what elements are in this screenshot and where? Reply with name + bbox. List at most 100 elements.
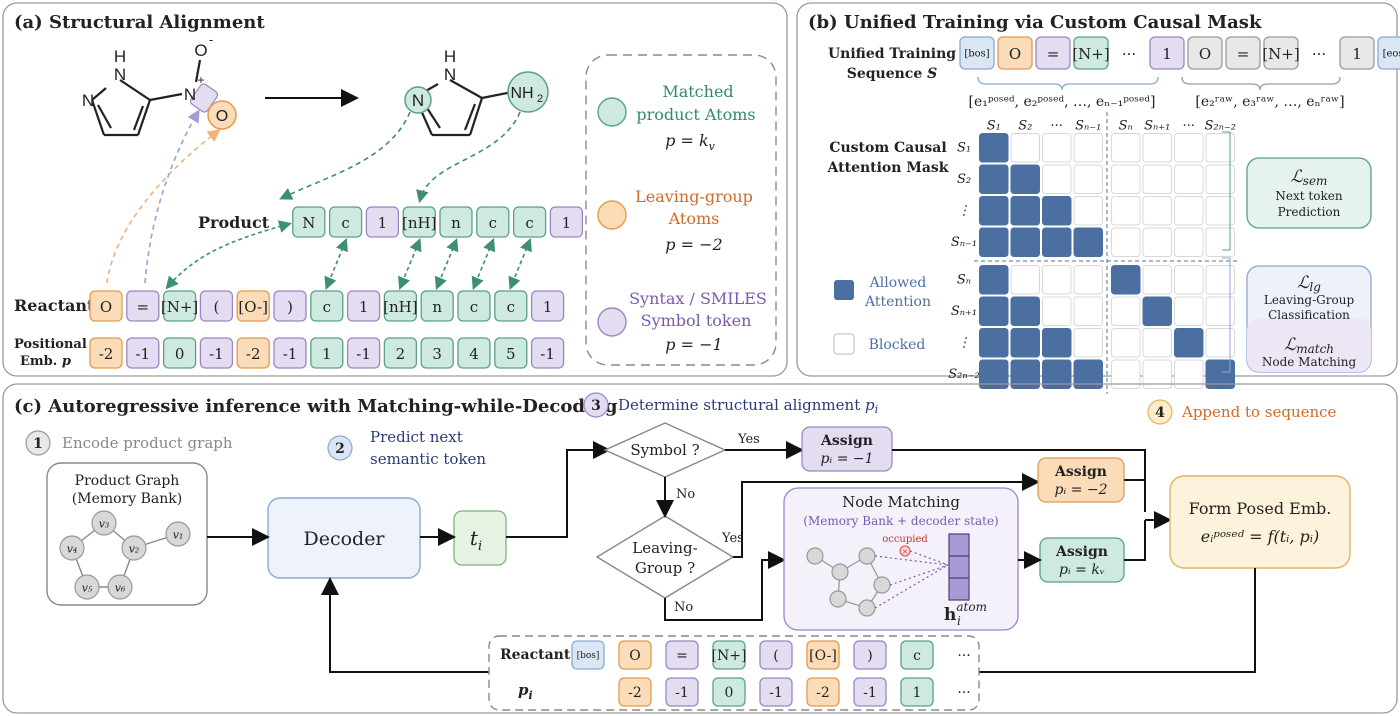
mask-cell-blocked: [1205, 265, 1235, 295]
positional-token-text: 2: [396, 345, 406, 363]
sem-bracket: [1222, 131, 1231, 251]
reactant-token-box: [346, 290, 381, 322]
product-token: N: [292, 206, 326, 238]
mask-cell-blocked: [1142, 133, 1172, 163]
unified-token-box: [1225, 36, 1261, 70]
graph-node: [74, 574, 100, 600]
mask-row-label: Sₙ₋₁: [951, 235, 977, 250]
product-token-text: c: [525, 214, 533, 232]
mask-cell-allowed: [1010, 296, 1040, 326]
mask-cell-blocked: [1142, 359, 1172, 389]
reactant-token-box: [494, 290, 528, 322]
c-seq-token: c: [900, 640, 934, 670]
c-seq-token: ): [853, 640, 887, 670]
mask-col-label: S₂: [1018, 119, 1032, 134]
reactant-token-text: c: [323, 298, 331, 316]
product-token: 1: [549, 206, 584, 238]
c-seq-token-box: [900, 640, 934, 670]
decoder-label: Decoder: [303, 528, 385, 550]
unified-token-text: O: [1199, 45, 1211, 63]
map-arrow-leaving: [106, 129, 221, 284]
mask-cell-blocked: [1205, 328, 1235, 358]
mask-cell-blocked: [1111, 328, 1141, 358]
reactant-token: [nH]: [383, 290, 418, 322]
product-token-box: [512, 206, 547, 238]
legend-leaving-2: Atoms: [668, 209, 720, 228]
unified-token: [N+]: [1072, 36, 1110, 70]
product-token: [nH]: [402, 206, 436, 238]
c-pos-token-text: -1: [675, 685, 689, 701]
positional-token-box: [420, 337, 454, 369]
mask-cell-blocked: [1142, 164, 1172, 194]
reactant-token-box: [420, 290, 454, 322]
mask-cell-blocked: [1042, 164, 1072, 194]
positional-token: -2: [236, 337, 270, 369]
node-matching-title: Node Matching: [842, 493, 960, 511]
reactant-token: O: [89, 290, 123, 322]
reactant-token-text: [O-]: [238, 298, 268, 316]
product-token: c: [476, 206, 510, 238]
reactant-token: c: [494, 290, 528, 322]
posed-embeddings: [e₁ᵖᵒˢᵉᵈ, e₂ᵖᵒˢᵉᵈ, …, eₙ₋₁ᵖᵒˢᵉᵈ]: [969, 94, 1156, 110]
match-loss-symbol: ℒmatch: [1284, 335, 1334, 356]
arrow-leaving-no: [664, 551, 786, 621]
c-pi-label: pi: [518, 681, 533, 702]
form-posed-box: [1169, 475, 1351, 569]
mask-cell-blocked: [1205, 227, 1235, 257]
c-seq-token: =: [665, 640, 699, 670]
product-token-text: 1: [378, 214, 388, 232]
unified-token-box: [1187, 36, 1223, 70]
positional-token-box: [126, 337, 160, 369]
unified-token-text: 1: [1162, 45, 1172, 63]
assign-leaving-value: pᵢ = −2: [1054, 482, 1107, 498]
assign-match-value: pᵢ = kᵥ: [1059, 562, 1105, 578]
map-arrow-symbol: [144, 109, 200, 284]
leaving-decision: [595, 515, 735, 599]
atom-n-left: N: [114, 65, 126, 84]
unified-token-box: [1377, 36, 1400, 70]
unified-token-box: [1073, 36, 1109, 70]
mask-row-label: S₂: [957, 172, 971, 187]
lg-loss-1: Leaving-Group: [1264, 293, 1355, 307]
c-seq-token-text: ): [867, 648, 872, 664]
graph-node-label: v₆: [115, 582, 126, 595]
reactant-token-box: [530, 290, 565, 322]
product-token: c: [328, 206, 363, 238]
assign-leaving-title: Assign: [1054, 464, 1107, 480]
map-arrow-nh2: [416, 111, 521, 204]
c-seq-token: (: [759, 640, 793, 670]
mask-cell-blocked: [1174, 227, 1204, 257]
unified-token: =: [1225, 36, 1261, 70]
allowed-swatch: [834, 280, 854, 300]
legend-syntax-eq: p = −1: [665, 335, 722, 354]
mask-row-label: Sₙ: [957, 272, 971, 287]
legend-syntax-1: Syntax / SMILES: [629, 289, 767, 308]
align-arrow: [324, 238, 348, 290]
step2-label-2: semantic token: [370, 450, 486, 468]
positional-token-text: -2: [246, 345, 261, 363]
panel-a: (a) Structural Alignment O N H N N + O -: [2, 2, 788, 377]
reactant-token-box: [310, 290, 344, 322]
sem-loss-box: [1246, 157, 1372, 229]
mask-col-label: Sₙ₋₁: [1075, 119, 1101, 134]
reactant-token-text: [nH]: [383, 298, 417, 316]
seq-label-2: Sequence S: [847, 66, 938, 82]
positional-token-text: -1: [540, 345, 555, 363]
line-assign3-form: [1124, 520, 1146, 561]
c-seq-token: O: [618, 640, 652, 670]
raw-brace: [1181, 76, 1341, 91]
reactant-token-text: c: [507, 298, 515, 316]
c-pos-token-box: [759, 677, 793, 707]
positional-token: -2: [89, 337, 123, 369]
c-seq-token: [bos]: [571, 640, 605, 670]
legend-green-dot: [597, 97, 627, 127]
sem-loss-1: Next token: [1275, 189, 1342, 203]
unified-token-text: O: [1009, 45, 1021, 63]
mask-cell-blocked: [1205, 196, 1235, 226]
product-token: c: [512, 206, 547, 238]
positional-token: 3: [420, 337, 454, 369]
mask-label-1: Custom Causal: [829, 140, 946, 156]
